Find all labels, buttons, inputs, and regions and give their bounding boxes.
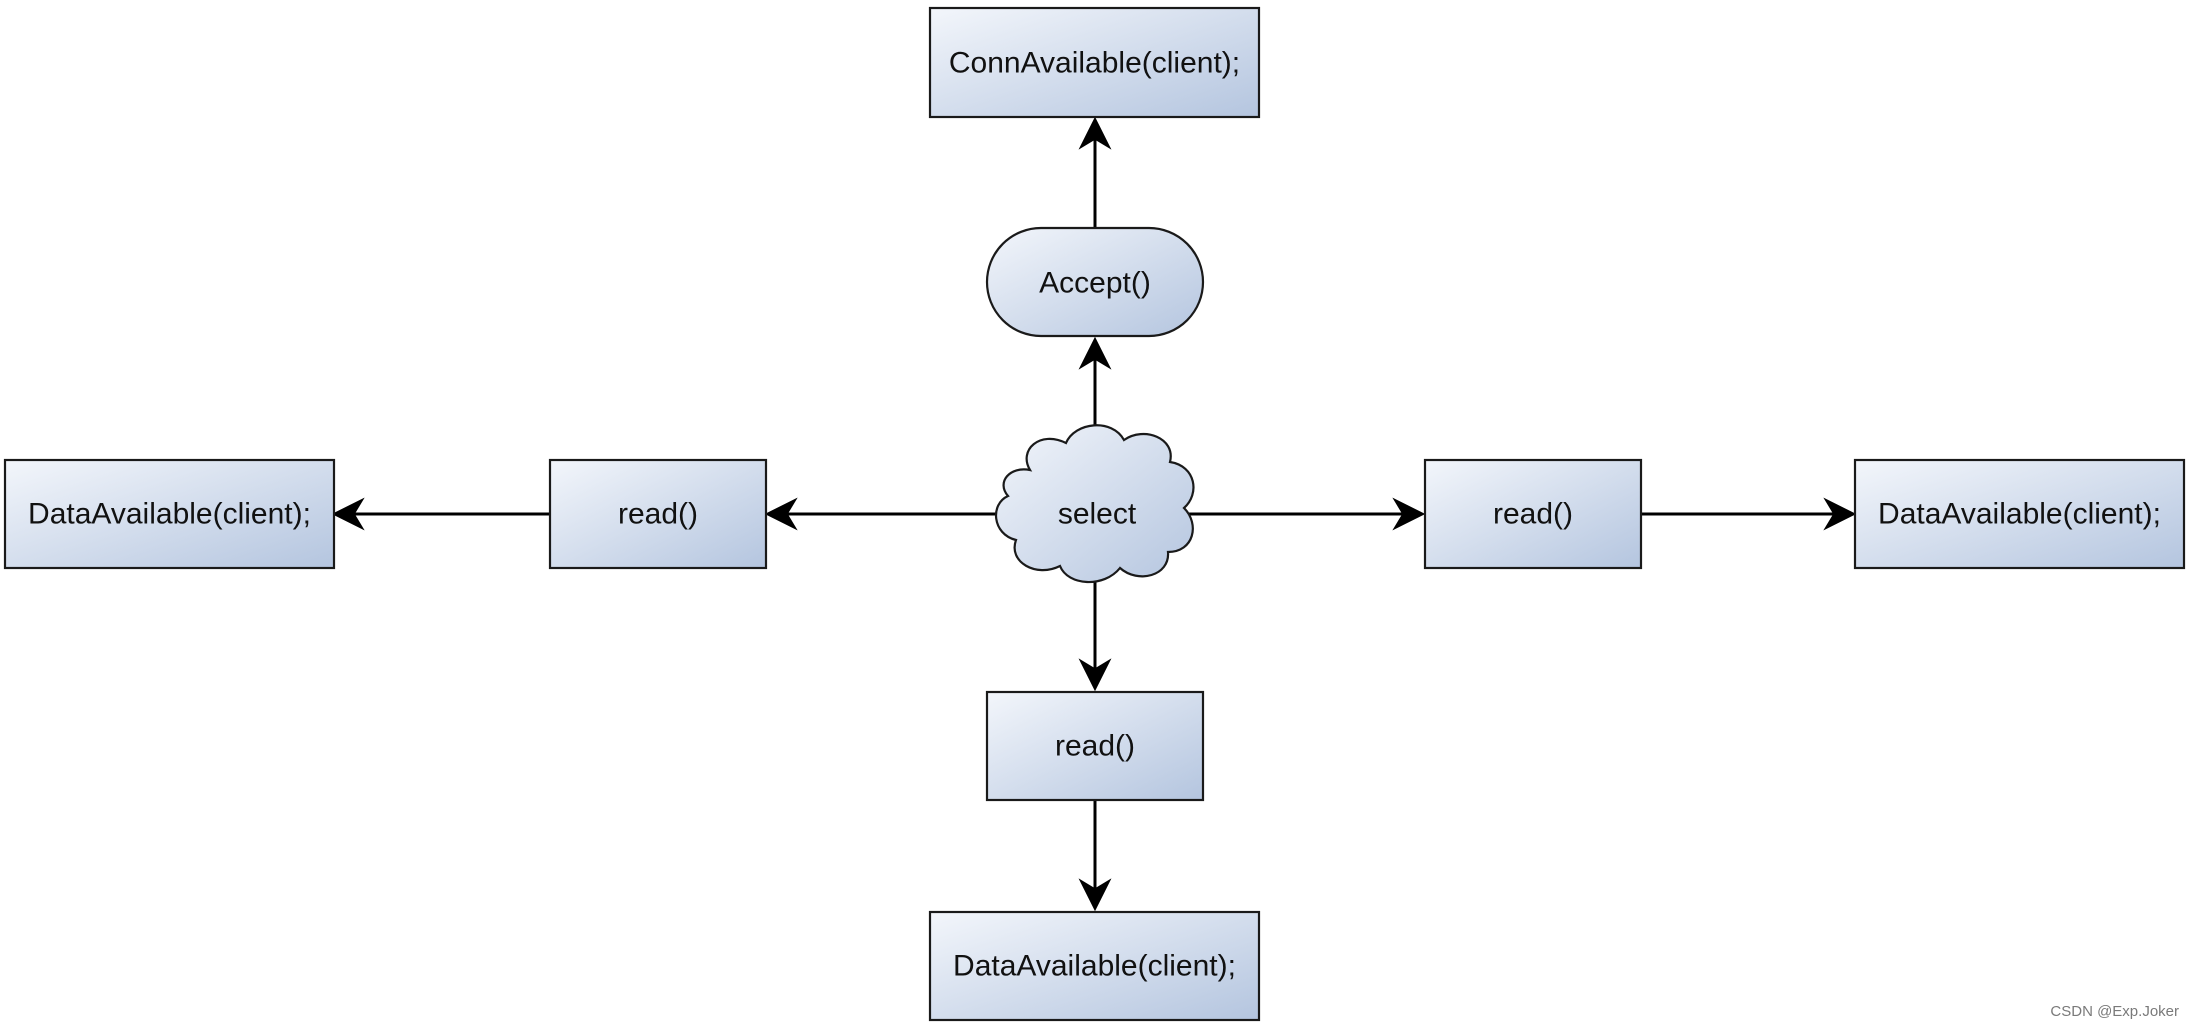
node-data-available-left-box	[3, 458, 336, 570]
watermark: CSDN @Exp.Joker	[2050, 1003, 2179, 1020]
node-read-right-box	[1423, 458, 1643, 570]
node-data-available-left: DataAvailable(client);	[3, 458, 336, 570]
node-data-available-right: DataAvailable(client);	[1853, 458, 2186, 570]
node-read-bottom-label: read()	[1055, 730, 1135, 763]
node-conn-available-box	[928, 6, 1261, 119]
node-data-available-right-label: DataAvailable(client);	[1878, 498, 2161, 531]
node-accept-shape	[985, 226, 1205, 338]
node-read-left: read()	[548, 458, 768, 570]
node-conn-available-label: ConnAvailable(client);	[949, 47, 1240, 80]
node-select: select	[994, 424, 1195, 584]
node-data-available-bottom-box	[928, 910, 1261, 1022]
node-select-label: select	[1058, 498, 1137, 531]
node-select-cloud	[994, 424, 1195, 584]
node-data-available-bottom: DataAvailable(client);	[928, 910, 1261, 1022]
node-read-bottom-box	[985, 690, 1205, 802]
node-data-available-bottom-label: DataAvailable(client);	[953, 950, 1236, 983]
node-accept: Accept()	[985, 226, 1205, 338]
node-read-right-label: read()	[1493, 498, 1573, 531]
node-read-left-box	[548, 458, 768, 570]
edges	[331, 116, 1857, 912]
node-accept-label: Accept()	[1039, 267, 1151, 300]
node-read-left-label: read()	[618, 498, 698, 531]
node-data-available-left-label: DataAvailable(client);	[28, 498, 311, 531]
node-read-bottom: read()	[985, 690, 1205, 802]
node-read-right: read()	[1423, 458, 1643, 570]
node-data-available-right-box	[1853, 458, 2186, 570]
node-conn-available: ConnAvailable(client);	[928, 6, 1261, 119]
